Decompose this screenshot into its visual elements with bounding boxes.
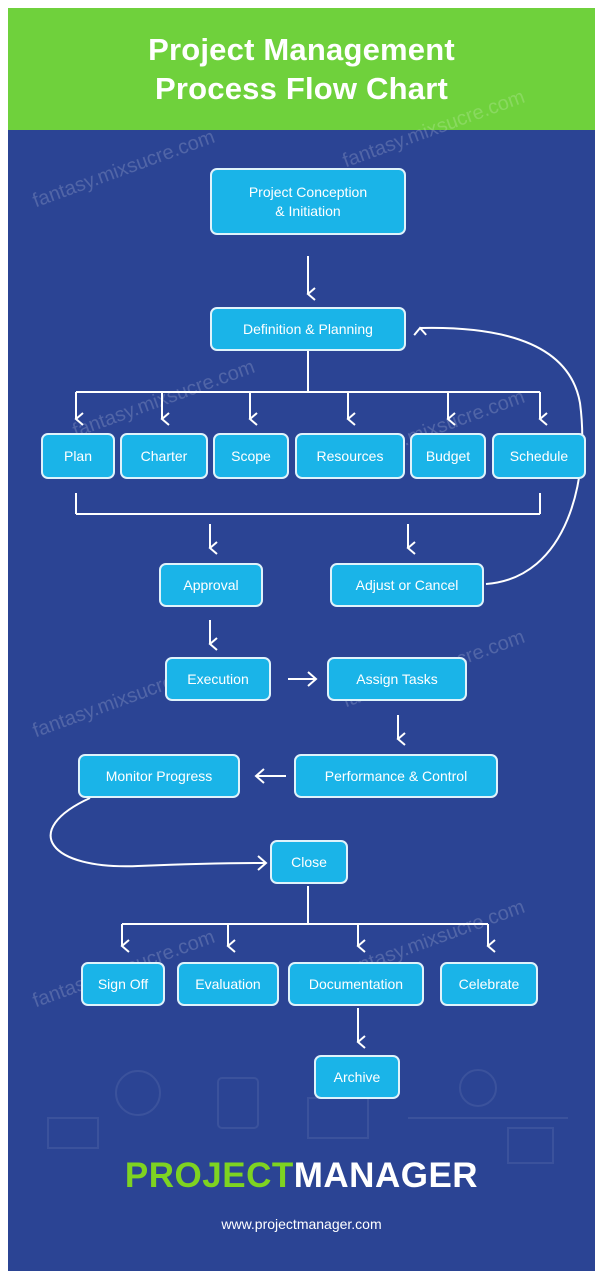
node-approval: Approval xyxy=(159,563,263,607)
node-scope: Scope xyxy=(213,433,289,479)
node-assign-tasks: Assign Tasks xyxy=(327,657,467,701)
background-icon-pattern xyxy=(47,1069,568,1164)
node-project-conception: Project Conception & Initiation xyxy=(210,168,406,235)
header-banner: Project Management Process Flow Chart xyxy=(8,8,595,130)
node-schedule: Schedule xyxy=(492,433,586,479)
node-budget: Budget xyxy=(410,433,486,479)
projectmanager-logo: PROJECTMANAGER xyxy=(8,1156,595,1196)
node-performance-control: Performance & Control xyxy=(294,754,498,798)
footer-url[interactable]: www.projectmanager.com xyxy=(221,1216,382,1232)
node-sign-off: Sign Off xyxy=(81,962,165,1006)
node-archive: Archive xyxy=(314,1055,400,1099)
logo-part-2: MANAGER xyxy=(293,1156,479,1195)
node-close: Close xyxy=(270,840,348,884)
node-evaluation: Evaluation xyxy=(177,962,279,1006)
title-line-2: Process Flow Chart xyxy=(154,71,448,106)
node-resources: Resources xyxy=(295,433,405,479)
node-documentation: Documentation xyxy=(288,962,424,1006)
node-execution: Execution xyxy=(165,657,271,701)
node-charter: Charter xyxy=(120,433,208,479)
node-monitor-progress: Monitor Progress xyxy=(78,754,240,798)
logo-part-1: PROJECT xyxy=(124,1156,294,1195)
flowchart-frame: Project Management Process Flow Chart xyxy=(8,8,595,1271)
node-plan: Plan xyxy=(41,433,115,479)
node-adjust-or-cancel: Adjust or Cancel xyxy=(330,563,484,607)
title-line-1: Project Management xyxy=(148,32,455,67)
node-definition-planning: Definition & Planning xyxy=(210,307,406,351)
node-celebrate: Celebrate xyxy=(440,962,538,1006)
connector-lines xyxy=(47,256,584,1164)
